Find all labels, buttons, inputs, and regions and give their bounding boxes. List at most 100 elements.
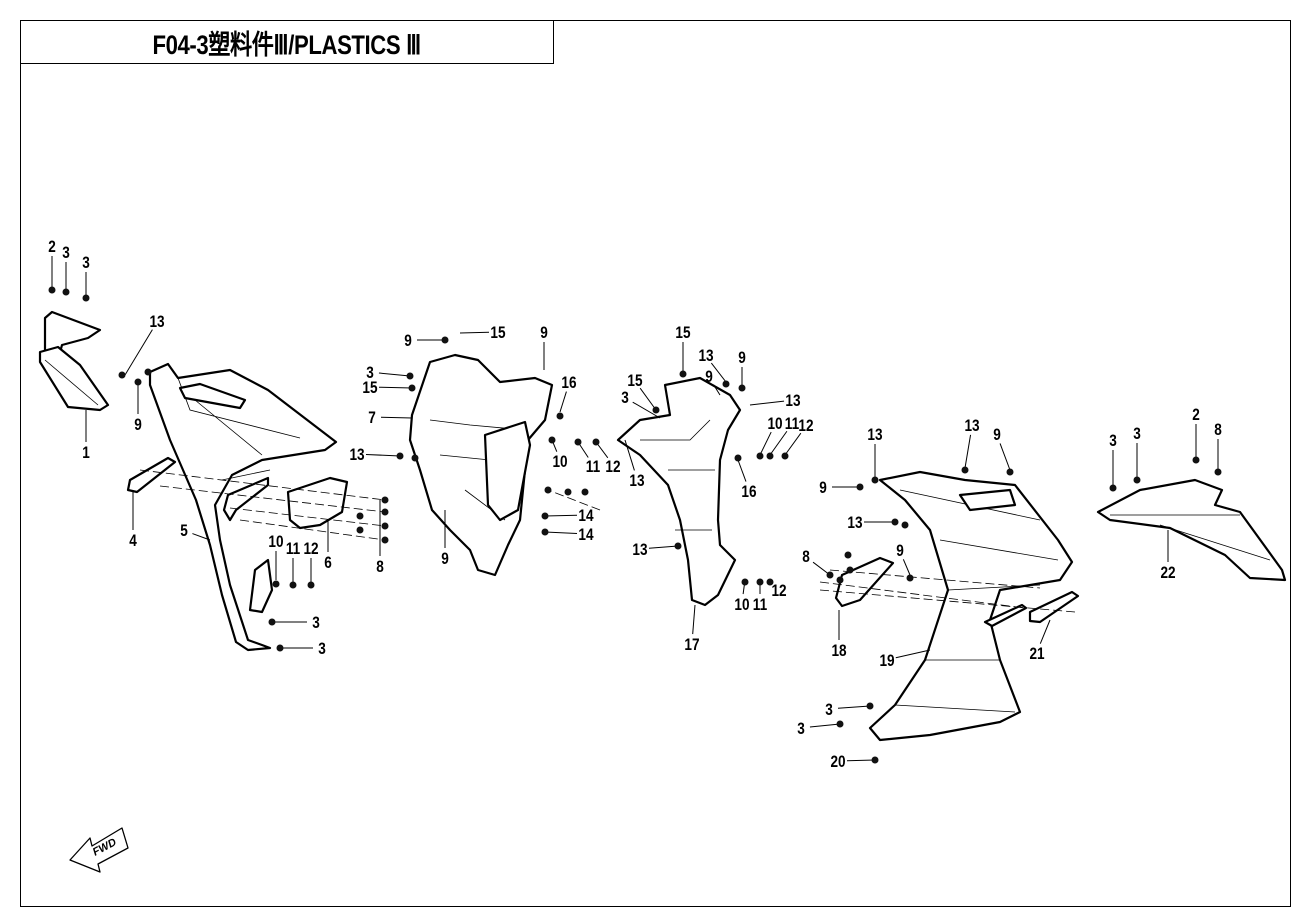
- callout-number: 16: [741, 483, 756, 502]
- callout-number: 3: [1133, 425, 1141, 444]
- fastener-mark: [866, 702, 874, 710]
- fastener-mark: [544, 486, 552, 494]
- drawing-frame: [20, 20, 1291, 907]
- callout-number: 3: [1109, 432, 1117, 451]
- callout-number: 3: [318, 640, 326, 659]
- fastener-mark: [1214, 468, 1222, 476]
- part-17-inner-panel: [616, 376, 742, 607]
- callout-number: 11: [586, 458, 601, 477]
- fastener-mark: [556, 412, 564, 420]
- part-19-front-side-panel: [868, 470, 1074, 742]
- part-5-lower-bracket: [248, 558, 274, 614]
- fastener-mark: [118, 371, 126, 379]
- fastener-mark: [134, 378, 142, 386]
- callout-number: 17: [684, 636, 699, 655]
- leader-line: [692, 604, 696, 635]
- leader-line: [380, 416, 413, 419]
- fastener-mark: [722, 380, 730, 388]
- fastener-mark: [411, 454, 419, 462]
- callout-number: 13: [629, 472, 644, 491]
- fastener-mark: [766, 578, 774, 586]
- leader-line: [846, 759, 876, 762]
- part-18-bracket: [834, 556, 895, 608]
- callout-number: 19: [879, 652, 894, 671]
- leader-line: [749, 400, 785, 406]
- callout-number: 5: [180, 522, 188, 541]
- leader-line: [902, 559, 911, 576]
- callout-number: 10: [552, 453, 567, 472]
- callout-number: 8: [1214, 421, 1222, 440]
- part-5-side-panel: [148, 362, 338, 652]
- leader-line: [812, 561, 831, 576]
- fastener-mark: [62, 288, 70, 296]
- fastener-mark: [674, 542, 682, 550]
- callout-number: 15: [490, 324, 506, 343]
- callout-number: 8: [802, 548, 810, 567]
- fastener-mark: [781, 452, 789, 460]
- fastener-mark: [48, 286, 56, 294]
- assembly-lines: [139, 469, 1076, 613]
- leader-line: [759, 431, 772, 456]
- fastener-mark: [581, 488, 589, 496]
- fastener-mark: [356, 526, 364, 534]
- fastener-mark: [1192, 456, 1200, 464]
- fastener-mark: [844, 551, 852, 559]
- leader-line: [648, 545, 679, 549]
- fastener-mark: [766, 452, 774, 460]
- leader-line: [124, 329, 153, 376]
- callout-number: 15: [627, 372, 643, 391]
- fastener-mark: [961, 466, 969, 474]
- fastener-mark: [276, 644, 284, 652]
- fastener-mark: [144, 368, 152, 376]
- leader-line: [999, 443, 1011, 471]
- callout-number: 9: [738, 349, 746, 368]
- leader-line: [895, 649, 931, 659]
- leader-line: [559, 391, 567, 413]
- callout-number: 8: [376, 558, 384, 577]
- callout-number: 16: [561, 374, 576, 393]
- fastener-mark: [82, 294, 90, 302]
- callout-number: 9: [134, 416, 142, 435]
- fastener-mark: [756, 578, 764, 586]
- part-6-bracket: [286, 476, 349, 530]
- leader-line: [964, 434, 972, 469]
- fastener-mark: [826, 571, 834, 579]
- part-5-inner-frame: [222, 476, 270, 522]
- callout-number: 15: [675, 324, 691, 343]
- fastener-mark: [901, 521, 909, 529]
- fastener-mark: [836, 576, 844, 584]
- leader-line: [769, 430, 788, 456]
- callout-number: 3: [82, 254, 90, 273]
- callout-number: 12: [303, 540, 318, 559]
- title-box: F04-3塑料件Ⅲ/PLASTICS Ⅲ: [20, 20, 554, 64]
- fastener-mark: [856, 483, 864, 491]
- leader-line: [710, 362, 727, 383]
- callout-number: 13: [867, 426, 882, 445]
- fastener-mark: [381, 508, 389, 516]
- callout-number: 14: [578, 507, 594, 526]
- fastener-mark: [592, 438, 600, 446]
- fastener-mark: [268, 618, 276, 626]
- callout-number: 3: [825, 701, 833, 720]
- fastener-mark: [756, 452, 764, 460]
- callout-number: 13: [349, 446, 364, 465]
- callout-number: 3: [621, 389, 629, 408]
- callout-number: 12: [605, 458, 620, 477]
- callout-number: 9: [993, 426, 1001, 445]
- callout-number: 9: [540, 324, 548, 343]
- callout-number: 1: [82, 444, 90, 463]
- fastener-mark: [564, 488, 572, 496]
- callout-number: 3: [797, 720, 805, 739]
- fastener-mark: [289, 581, 297, 589]
- part-4-reflector: [126, 456, 177, 494]
- leader-line: [737, 459, 747, 482]
- part-19-trim: [983, 603, 1028, 628]
- fastener-mark: [541, 528, 549, 536]
- fastener-mark: [738, 384, 746, 392]
- callout-number: 13: [785, 392, 800, 411]
- callout-number: 13: [964, 417, 979, 436]
- fastener-mark: [906, 574, 914, 582]
- callout-number: 14: [578, 526, 594, 545]
- callout-number: 12: [771, 582, 786, 601]
